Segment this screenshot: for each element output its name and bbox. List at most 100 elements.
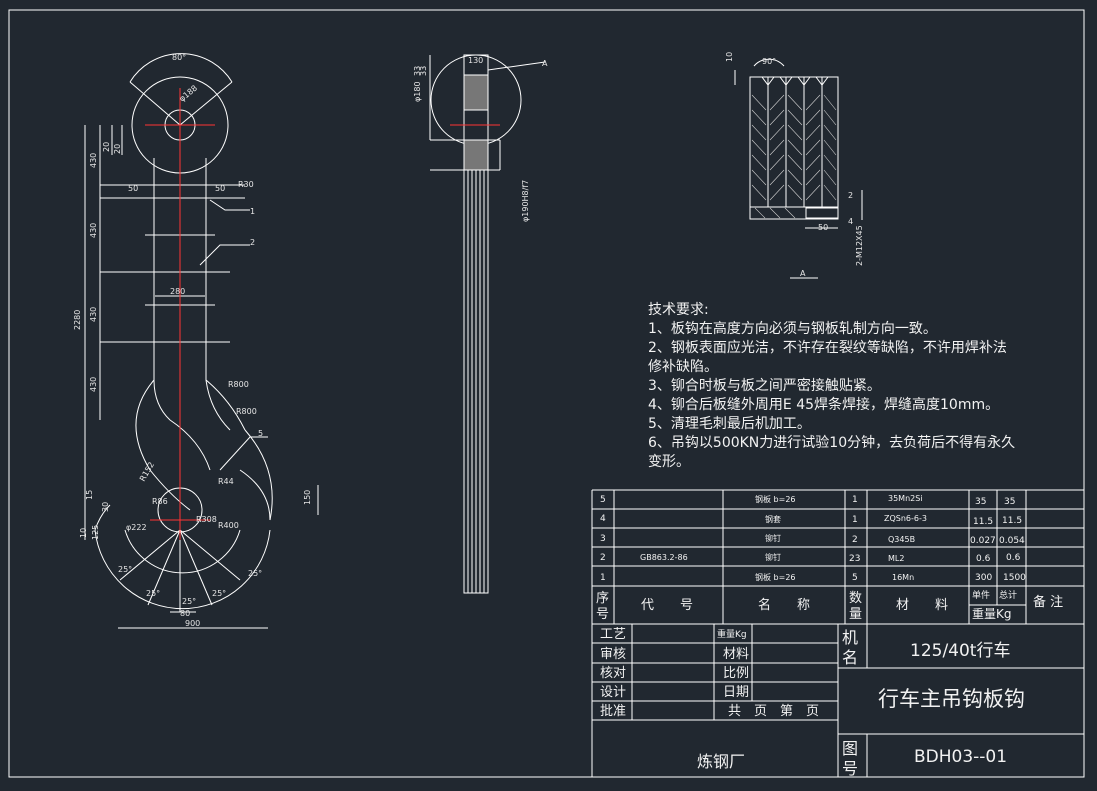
- section-dim-90: 90°: [762, 57, 776, 66]
- tb-machine-value: 125/40t行车: [910, 641, 1010, 661]
- pl-header-code: 代 号: [641, 598, 693, 613]
- dim-430-c: 430: [89, 307, 98, 322]
- dim-r800-a: R800: [228, 380, 249, 389]
- section-outline: [749, 76, 839, 220]
- dim-d222: φ222: [126, 523, 147, 532]
- dim-ang-25-a: 25°: [118, 565, 132, 574]
- leader-2: [199, 244, 250, 266]
- tb-date: 日期: [723, 685, 749, 700]
- dim-50-right: 50: [215, 184, 225, 193]
- dim-20-b: 20: [113, 144, 122, 154]
- pl-material: ZQSn6-6-3: [884, 514, 927, 523]
- leader-5: [219, 436, 268, 471]
- pl-material: 35Mn2Si: [888, 494, 923, 503]
- dim-10: 10: [79, 528, 88, 538]
- dim-280: 280: [170, 287, 185, 296]
- pl-code: GB863.2-86: [640, 553, 688, 562]
- dim-eye-dia: φ188: [178, 83, 200, 103]
- dim-430-d: 430: [89, 377, 98, 392]
- rivet-slot: [805, 207, 839, 219]
- tb-review: 审核: [600, 647, 626, 662]
- hook-curve-a: [135, 379, 191, 511]
- pl-total: 1500: [1003, 573, 1026, 583]
- tech-line-5: 4、铆合后板缝外周用E 45焊条焊接，焊缝高度10mm。: [648, 396, 999, 413]
- section-dim-10-text: 10: [725, 52, 734, 62]
- dim-430-a: 430: [89, 153, 98, 168]
- dim-r30: R30: [238, 180, 254, 189]
- pl-header-unit: 单件: [972, 589, 990, 601]
- balloon-2: 2: [250, 238, 255, 247]
- pl-name: 钢套: [765, 514, 781, 524]
- section-label: A: [800, 269, 806, 278]
- radial-2: [147, 529, 181, 606]
- pl-no: 3: [600, 534, 606, 544]
- parts-row: 2 GB863.2-86 铆钉 23 ML2 0.6 0.6: [600, 552, 1021, 564]
- pl-header-remark: 备 注: [1033, 594, 1063, 610]
- tb-machine-1: 机: [842, 628, 858, 647]
- section-dim-50-text: 50: [818, 223, 828, 232]
- dim-20-a: 20: [102, 142, 111, 152]
- weld-groove-3: [797, 76, 811, 86]
- weld-groove-2: [779, 76, 793, 86]
- side-section-mark: A: [542, 59, 548, 68]
- pl-qty: 2: [852, 535, 858, 545]
- hook-bowl-outer: [94, 529, 271, 610]
- hatch-5: [823, 94, 837, 201]
- technical-requirements: 技术要求: 1、板钩在高度方向必须与钢板轧制方向一致。 2、钢板表面应光洁，不许…: [648, 302, 1015, 470]
- balloon-5: 5: [258, 429, 263, 438]
- pl-header-no-1: 序: [596, 591, 609, 606]
- pl-header-qty-1: 数: [849, 591, 862, 606]
- dim-2280: 2280: [73, 310, 82, 330]
- section-rivet-spec: 2-M12X45: [855, 225, 864, 266]
- dim-r400: R400: [218, 521, 239, 530]
- title-block-text: 工艺 审核 核对 设计 批准 重量Kg 材料 比例 日期 共 页 第 页 机 名…: [600, 627, 1025, 778]
- dim-r44: R44: [218, 477, 234, 486]
- side-dim-dia180: φ180: [413, 81, 422, 102]
- hook-curve-b: [205, 379, 246, 431]
- pl-header-weight: 重量Kg: [972, 607, 1012, 621]
- tb-dwg-1: 图: [842, 739, 858, 758]
- dim-r800-b: R800: [236, 407, 257, 416]
- pl-no: 5: [600, 495, 606, 505]
- hook-bowl-inner: [124, 529, 241, 574]
- pl-header-name: 名 称: [758, 597, 810, 613]
- pl-unit: 0.6: [976, 554, 991, 564]
- hatch-base: [754, 207, 796, 219]
- pl-unit: 300: [975, 573, 992, 583]
- balloon-1: 1: [250, 207, 255, 216]
- shank-left-edge: [153, 158, 211, 471]
- section-view: [734, 58, 863, 279]
- tb-scale: 比例: [723, 666, 749, 681]
- tech-line-7: 6、吊钩以500KN力进行试验10分钟，去负荷后不得有永久: [648, 434, 1015, 451]
- section-leader-a: [487, 61, 546, 71]
- tb-machine-2: 名: [842, 648, 858, 667]
- angle-arc: [129, 53, 233, 83]
- hook-back: [239, 469, 271, 521]
- hook-curve-c: [244, 429, 273, 521]
- pl-qty: 1: [852, 515, 858, 525]
- pl-total: 0.6: [1006, 553, 1021, 563]
- dim-125: 125: [91, 525, 100, 540]
- pl-name: 钢板 b=26: [755, 494, 796, 504]
- section-hatching: [751, 94, 837, 219]
- dim-ang-25-c: 25°: [182, 597, 196, 606]
- tech-line-8: 变形。: [648, 454, 690, 470]
- leader-1: [209, 199, 250, 211]
- pl-qty: 5: [852, 573, 858, 583]
- side-dim-33b: 33: [419, 66, 428, 76]
- parts-row: 1 钢板 b=26 5 16Mn 300 1500: [600, 572, 1026, 583]
- dim-r308: R308: [196, 515, 217, 524]
- dim-430-b: 430: [89, 223, 98, 238]
- dim-80: 80: [180, 609, 190, 618]
- tech-title: 技术要求:: [648, 302, 709, 318]
- pl-name: 铆钉: [765, 533, 781, 543]
- pl-header-no-2: 号: [596, 607, 609, 622]
- dim-900: 900: [185, 619, 200, 628]
- dim-r86: R86: [152, 497, 168, 506]
- tb-drawing-title: 行车主吊钩板钩: [878, 687, 1025, 711]
- pl-header-qty-2: 量: [849, 607, 862, 622]
- tb-dwg-2: 号: [842, 759, 858, 778]
- pl-material: ML2: [888, 554, 904, 563]
